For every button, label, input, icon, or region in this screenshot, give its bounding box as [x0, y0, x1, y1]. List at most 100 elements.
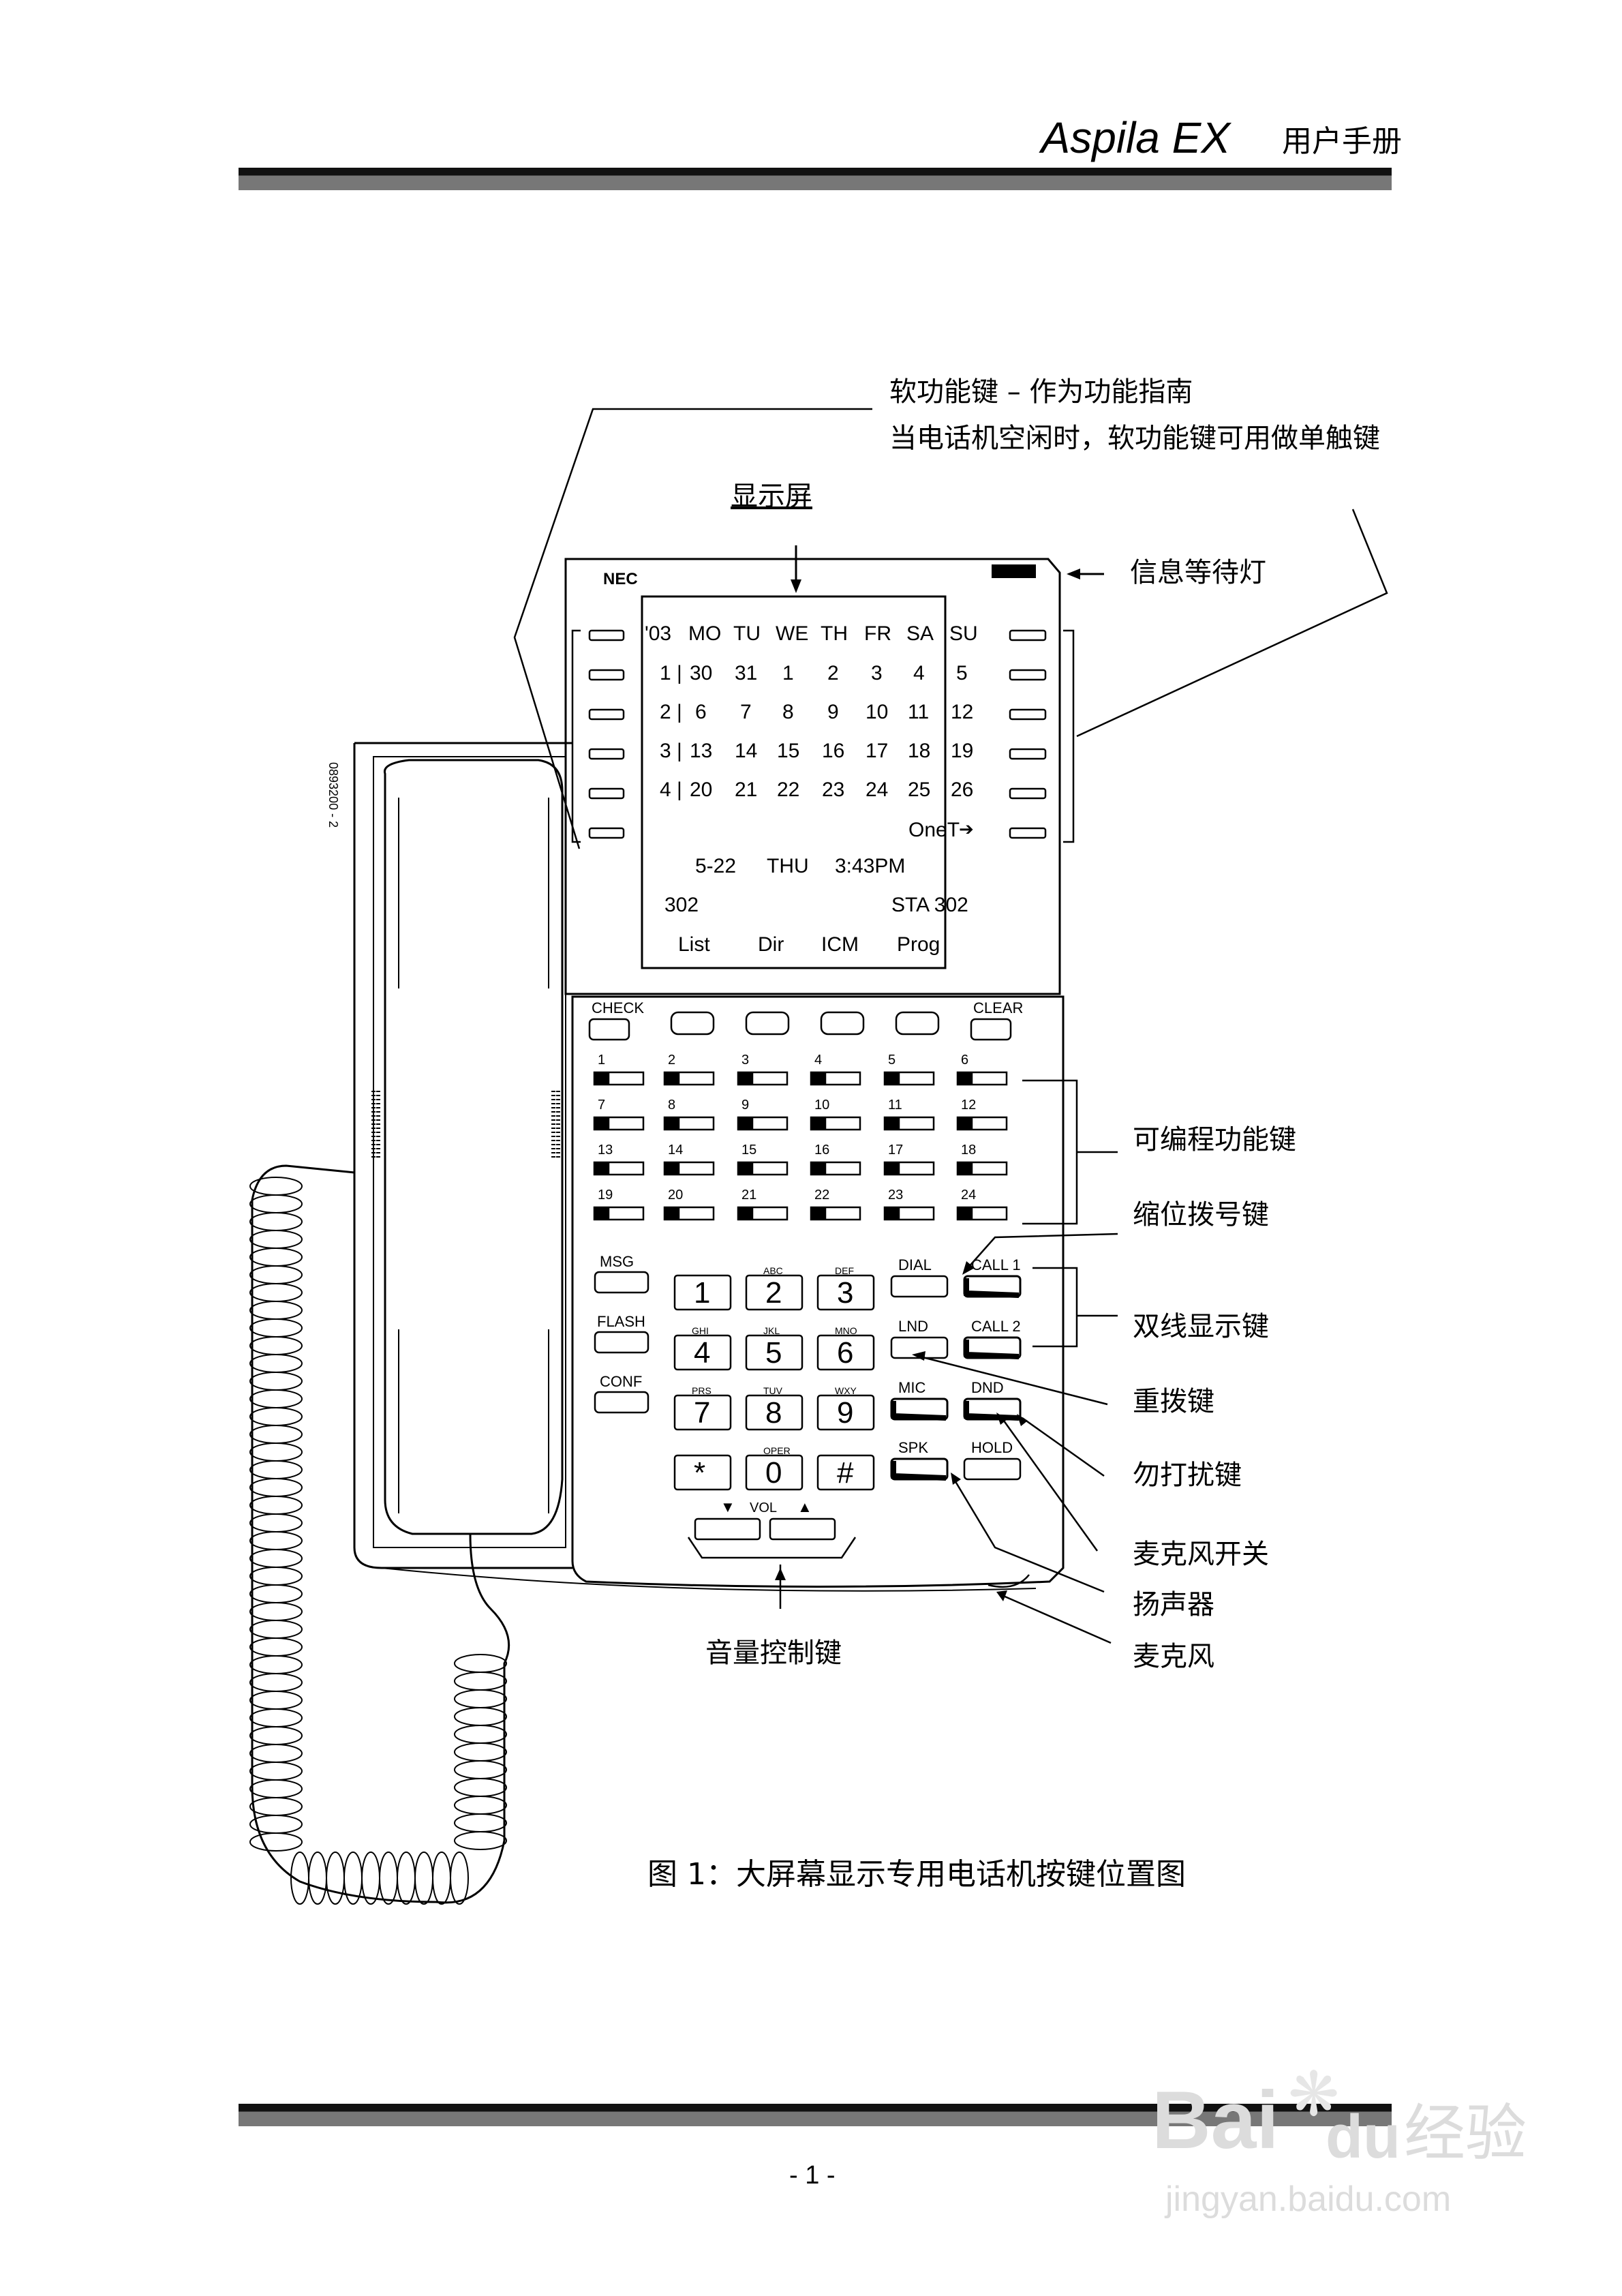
prog-key-number: 17: [888, 1143, 904, 1158]
dialpad-letters: OPER: [763, 1445, 791, 1456]
dial-digit: *: [694, 1456, 706, 1490]
calendar-day: 26: [951, 779, 974, 801]
display-label: 显示屏: [731, 481, 812, 512]
dial-key-1[interactable]: [673, 1274, 732, 1311]
softkey-left-3[interactable]: [588, 708, 625, 721]
softkey-right-2[interactable]: [1009, 669, 1047, 681]
hold-button[interactable]: [963, 1457, 1022, 1481]
redial-label: 重拨键: [1133, 1386, 1214, 1417]
calendar-header-cell: MO: [688, 622, 722, 645]
dialpad-letters: DEF: [835, 1265, 854, 1276]
calendar-header-cell: TU: [733, 622, 761, 645]
key-lamp-bar: [891, 1461, 947, 1481]
func-key-label: DIAL: [898, 1256, 932, 1273]
softkey-right-6[interactable]: [1009, 827, 1047, 839]
prog-key-number: 11: [888, 1098, 902, 1113]
key-lamp: [664, 1072, 680, 1085]
dial-digit: 4: [694, 1336, 711, 1370]
key-lamp: [737, 1162, 754, 1175]
softkey-right-5[interactable]: [1009, 787, 1047, 800]
soft-select-button-4[interactable]: [895, 1011, 940, 1036]
key-lamp: [957, 1162, 973, 1175]
volume-up-icon: ▲: [797, 1498, 812, 1515]
softkey-right-3[interactable]: [1009, 708, 1047, 721]
key-lamp: [810, 1207, 827, 1220]
clear-button[interactable]: [970, 1018, 1012, 1041]
flash-button[interactable]: [594, 1331, 649, 1354]
softkey-left-4[interactable]: [588, 748, 625, 760]
dial-key-4[interactable]: [673, 1334, 732, 1371]
softkey-right-1[interactable]: [1009, 629, 1047, 641]
key-lamp: [594, 1117, 610, 1130]
page-number: - 1 -: [789, 2161, 836, 2190]
soft-select-button-3[interactable]: [820, 1011, 865, 1036]
calendar-day: 2: [827, 662, 839, 684]
prog-key-number: 18: [961, 1143, 977, 1158]
dial-digit: 5: [765, 1336, 782, 1370]
key-lamp: [957, 1207, 973, 1220]
calendar-day: 30: [690, 662, 713, 684]
msg-button[interactable]: [594, 1271, 649, 1294]
calendar-day: 18: [908, 740, 931, 762]
key-lamp: [810, 1117, 827, 1130]
header-rule: [239, 168, 1392, 190]
key-lamp: [810, 1072, 827, 1085]
conf-button[interactable]: [594, 1391, 649, 1414]
dial-key-hash[interactable]: [816, 1454, 875, 1491]
dialpad-letters: ABC: [763, 1265, 783, 1276]
dial-key-7[interactable]: [673, 1394, 732, 1431]
softkey-left-6[interactable]: [588, 827, 625, 839]
dial-key-0[interactable]: [745, 1454, 804, 1491]
softkey-label: 软功能键 – 作为功能指南: [889, 376, 1193, 408]
prog-key-number: 16: [814, 1143, 830, 1158]
calendar-day: 22: [777, 779, 800, 801]
prog-key-number: 8: [668, 1098, 676, 1113]
calendar-day: 24: [866, 779, 889, 801]
dial-digit: 2: [765, 1276, 782, 1310]
check-button[interactable]: [588, 1018, 630, 1041]
screen-softkey-label: ICM: [821, 933, 859, 956]
volume-up-button[interactable]: [769, 1517, 836, 1541]
dial-key-5[interactable]: [745, 1334, 804, 1371]
arrow-right-icon: ➔: [959, 819, 974, 839]
dial-key-star[interactable]: [673, 1454, 732, 1491]
dialpad-letters: PRS: [692, 1385, 711, 1396]
volume-down-button[interactable]: [694, 1517, 761, 1541]
softkey-right-4[interactable]: [1009, 748, 1047, 760]
dialpad-letters: JKL: [763, 1325, 780, 1336]
calendar-day: 11: [908, 701, 930, 723]
dial-key-8[interactable]: [745, 1394, 804, 1431]
calendar-day: 14: [735, 740, 758, 762]
lnd-button[interactable]: [890, 1336, 949, 1359]
dial-key-9[interactable]: [816, 1394, 875, 1431]
softkey-left-1[interactable]: [588, 629, 625, 641]
watermark-brand-2: du: [1326, 2103, 1401, 2171]
softkey-left-5[interactable]: [588, 787, 625, 800]
calendar-day: 16: [822, 740, 845, 762]
microphone-label: 麦克风: [1133, 1641, 1214, 1672]
paw-icon: ❋: [1288, 2059, 1340, 2130]
func-key-label: SPK: [898, 1439, 929, 1456]
soft-select-button-1[interactable]: [670, 1011, 715, 1036]
prog-key-number: 5: [888, 1053, 896, 1068]
dnd-label: 勿打扰键: [1133, 1460, 1242, 1491]
dial-key-6[interactable]: [816, 1334, 875, 1371]
calendar-day: 20: [690, 779, 713, 801]
dial-key-3[interactable]: [816, 1274, 875, 1311]
prog-key-number: 10: [814, 1098, 830, 1113]
screen-extension: 302: [664, 894, 699, 916]
softkey-left-2[interactable]: [588, 669, 625, 681]
prog-key-number: 23: [888, 1188, 904, 1203]
dial-key-2[interactable]: [745, 1274, 804, 1311]
calendar-day: 19: [951, 740, 974, 762]
dial-button[interactable]: [890, 1275, 949, 1298]
prog-key-number: 4: [814, 1053, 823, 1068]
soft-select-button-2[interactable]: [745, 1011, 790, 1036]
screen-time: 3:43PM: [835, 855, 906, 877]
calendar-day: 5: [956, 662, 968, 684]
msg-lamp-label: 信息等待灯: [1130, 557, 1266, 588]
func-key-label: CALL 1: [971, 1256, 1021, 1273]
flash-label: FLASH: [597, 1313, 645, 1330]
check-label: CHECK: [592, 999, 645, 1016]
key-lamp-bar: [964, 1340, 1020, 1359]
